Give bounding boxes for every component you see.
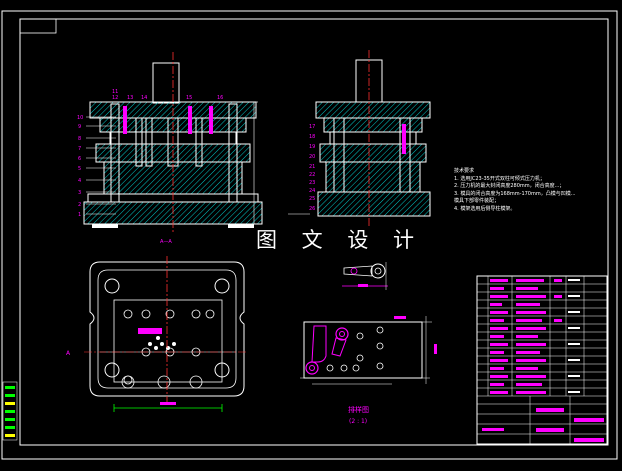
part-num-8: 8 — [78, 136, 81, 142]
part-num-1: 1 — [78, 212, 81, 218]
plan-view — [84, 256, 246, 412]
layout-label: 排样图 — [348, 405, 369, 414]
part-num-9: 9 — [78, 124, 81, 130]
corner-box — [19, 18, 57, 34]
note-line-5: 4. 模架选用后侧导柱模架。 — [454, 205, 516, 212]
part-num-19: 19 — [309, 144, 315, 150]
technical-notes: 技术要求 1. 选用JC23-35开式双柱可倾式压力机； 2. 压力机的最大封闭… — [454, 168, 576, 214]
part-num-6: 6 — [78, 156, 81, 162]
watermark-text: 图 文 设 计 — [256, 228, 424, 252]
part-num-24: 24 — [309, 188, 315, 194]
part-num-7: 7 — [78, 146, 81, 152]
part-num-12: 12 — [112, 95, 118, 101]
inner-border — [19, 18, 609, 446]
outer-border — [1, 10, 618, 460]
notes-title: 技术要求 — [454, 168, 475, 174]
part-num-22: 22 — [309, 172, 315, 178]
layout-scale: (2 : 1) — [349, 418, 367, 425]
part-num-13: 13 — [127, 95, 133, 101]
part-num-18: 18 — [309, 134, 315, 140]
note-line-2: 2. 压力机的最大封闭高度280mm，闭合高度...； — [454, 183, 565, 190]
part-detail — [342, 262, 388, 290]
side-section-view — [288, 50, 431, 226]
part-num-4: 4 — [78, 178, 81, 184]
part-num-21: 21 — [309, 164, 315, 170]
part-num-5: 5 — [78, 166, 81, 172]
part-num-11: 11 — [112, 89, 118, 95]
note-line-3: 3. 模具的闭合高度为168mm-170mm，凸模与凹模... — [454, 190, 576, 197]
part-num-3: 3 — [78, 190, 81, 196]
note-line-4: 模具下部零件装配； — [454, 198, 500, 205]
strip-layout — [300, 316, 437, 385]
part-num-14: 14 — [141, 95, 147, 101]
part-num-2: 2 — [78, 202, 81, 208]
part-num-20: 20 — [309, 154, 315, 160]
ref-label-a: A — [66, 350, 71, 357]
part-num-15: 15 — [186, 95, 192, 101]
section-label: A—A — [160, 239, 172, 245]
title-block — [476, 275, 608, 445]
note-line-1: 1. 选用JC23-35开式双柱可倾式压力机； — [454, 175, 545, 182]
margin-marks — [2, 381, 18, 441]
part-num-16: 16 — [217, 95, 223, 101]
part-num-25: 25 — [309, 196, 315, 202]
part-num-23: 23 — [309, 180, 315, 186]
part-num-26: 26 — [309, 206, 315, 212]
part-num-17: 17 — [309, 124, 315, 130]
part-num-10: 10 — [77, 115, 83, 121]
front-section-view — [83, 52, 263, 232]
